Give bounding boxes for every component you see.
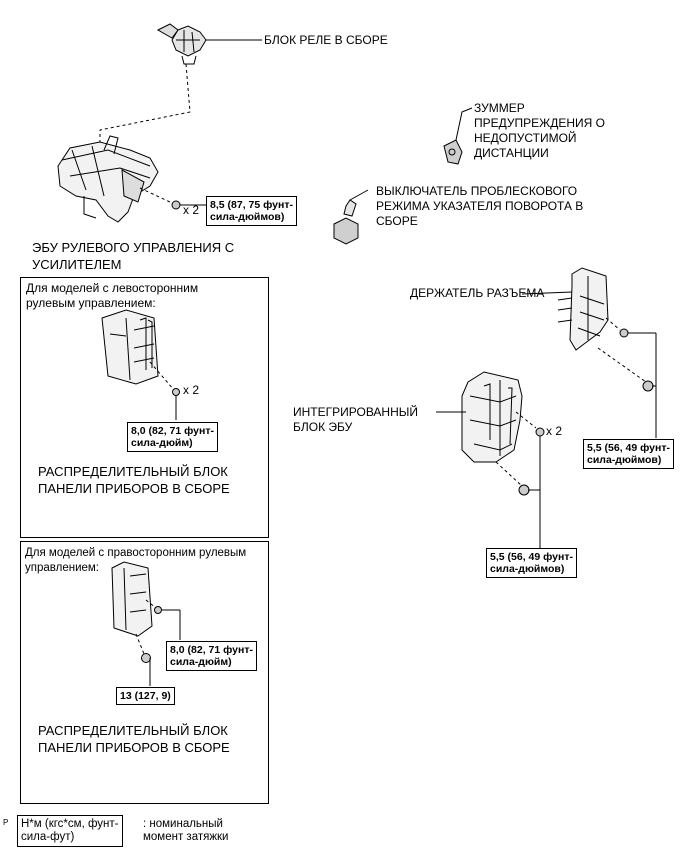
lhd-torque-box: 8,0 (82, 71 фунт- сила-дюйм) (127, 422, 218, 452)
integrated-ecu-label: ИНТЕГРИРОВАННЫЙ БЛОК ЭБУ (293, 405, 419, 434)
buzzer-drawing (443, 139, 463, 165)
connector-holder-drawing (557, 267, 609, 351)
lhd-bolt-count: x 2 (183, 383, 200, 397)
eps-ecu-drawing (57, 135, 159, 223)
ecu-bolt-count: x 2 (546, 424, 563, 438)
connector-holder-label: ДЕРЖАТЕЛЬ РАЗЪЕМА (410, 286, 545, 300)
corner-mark: P (3, 818, 9, 827)
rhd-large-torque-box: 13 (127, 9) (116, 687, 175, 705)
rhd-junction-block-drawing (111, 561, 153, 637)
eps-bolt-count: x 2 (183, 203, 200, 217)
integrated-ecu-drawing (461, 371, 523, 463)
eps-torque-box: 8,5 (87, 75 фунт- сила-дюймов) (206, 196, 297, 226)
legend-unit-box: Н*м (кгс*см, фунт- сила-фут) (17, 815, 123, 847)
lhd-junction-block-label: РАСПРЕДЕЛИТЕЛЬНЫЙ БЛОК ПАНЕЛИ ПРИБОРОВ В… (38, 464, 230, 496)
relay-block-label: БЛОК РЕЛЕ В СБОРЕ (264, 33, 388, 47)
rhd-small-torque-box: 8,0 (82, 71 фунт- сила-дюйм) (166, 641, 257, 671)
buzzer-label: ЗУММЕР ПРЕДУПРЕЖДЕНИЯ О НЕДОПУСТИМОЙ ДИС… (474, 101, 605, 160)
lhd-header: Для моделей с левосторонним рулевым упра… (26, 281, 199, 310)
holder-torque-box: 5,5 (56, 49 фунт- сила-дюймов) (583, 439, 674, 469)
legend-description: : номинальный момент затяжки (143, 818, 229, 843)
relay-block-drawing (156, 23, 207, 65)
lhd-section-frame (20, 277, 269, 538)
flasher-label: ВЫКЛЮЧАТЕЛЬ ПРОБЛЕСКОВОГО РЕЖИМА УКАЗАТЕ… (376, 184, 584, 228)
flasher-drawing (333, 199, 359, 245)
rhd-header: Для моделей с правосторонним рулевым упр… (25, 547, 247, 574)
lhd-junction-block-drawing (101, 309, 159, 385)
rhd-junction-block-label: РАСПРЕДЕЛИТЕЛЬНЫЙ БЛОК ПАНЕЛИ ПРИБОРОВ В… (38, 723, 230, 755)
eps-ecu-label: ЭБУ РУЛЕВОГО УПРАВЛЕНИЯ С УСИЛИТЕЛЕМ (32, 240, 235, 272)
ecu-torque-box: 5,5 (56, 49 фунт- сила-дюймов) (486, 548, 577, 578)
rhd-section-frame (20, 541, 269, 804)
